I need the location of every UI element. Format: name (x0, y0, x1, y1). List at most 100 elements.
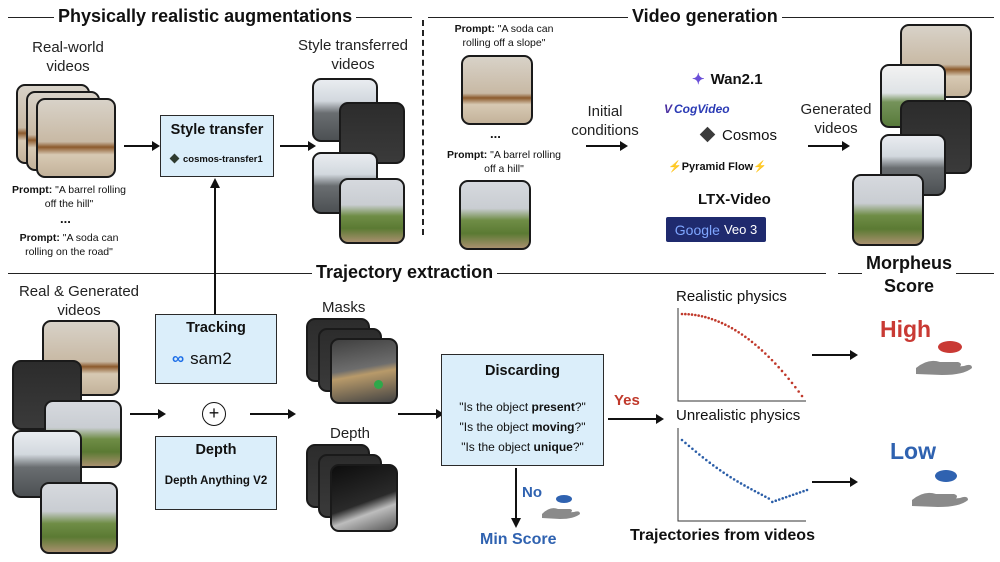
trajectory-point (774, 499, 778, 503)
trajectory-point (764, 495, 767, 498)
plus-icon: + (202, 402, 226, 426)
trajectory-point (680, 312, 684, 316)
lightning-icon: ⚡ (753, 161, 767, 173)
high-score-label: High (880, 316, 932, 342)
trajectory-point (690, 313, 694, 316)
trajectory-point (729, 475, 732, 479)
meta-icon: ∞ (172, 349, 185, 368)
trajectory-point (777, 498, 781, 501)
augment-prompt-2: Prompt: "A soda can rolling on the road" (19, 232, 119, 258)
arrow-right-icon (812, 350, 858, 360)
tracking-box: Tracking ∞sam2 (155, 314, 277, 384)
sam2-label: ∞sam2 (172, 349, 232, 368)
trajectory-point (710, 317, 714, 321)
video-prompt-1: Prompt: "A soda can rolling off a slope" (454, 23, 554, 49)
arrow-down-icon (511, 468, 521, 528)
trajectory-point (757, 346, 760, 349)
trajectory-point (784, 373, 787, 377)
trajectory-point (698, 453, 701, 456)
trajectory-point (746, 486, 750, 489)
trajectory-point (798, 491, 802, 494)
trajectories-label: Trajectories from videos (630, 527, 815, 544)
trajectory-point (730, 326, 734, 330)
realistic-physics-label: Realistic physics (676, 288, 787, 305)
trajectory-point (701, 456, 705, 459)
object-marker (374, 380, 383, 389)
cogvideo-icon: V (664, 102, 673, 116)
trajectory-point (774, 362, 777, 365)
trajectory-point (732, 478, 736, 481)
trajectory-point (743, 484, 746, 487)
trajectory-point (734, 328, 737, 332)
trajectory-point (802, 489, 805, 493)
trajectory-point (750, 487, 753, 491)
trajectory-point (737, 330, 740, 334)
video-thumbnail (339, 178, 405, 244)
trajectory-point (684, 441, 687, 445)
model-wan: ✦Wan2.1 (692, 71, 763, 88)
trajectory-point (747, 338, 750, 341)
unrealistic-trajectory-plot (677, 428, 809, 522)
trajectory-point (760, 493, 764, 497)
model-cosmos: Cosmos (699, 126, 777, 144)
trajectory-point (691, 447, 694, 451)
model-pyramid-flow: ⚡Pyramid Flow⚡ (668, 161, 767, 173)
question-moving: "Is the object moving?" (459, 420, 586, 434)
trajectory-point (794, 385, 797, 389)
trajectory-point (725, 473, 729, 477)
trajectory-point (707, 316, 710, 320)
depth-title: Depth (195, 442, 237, 458)
arrow-right-icon (812, 477, 858, 487)
trajectory-point (687, 312, 690, 316)
trajectory-point (790, 381, 794, 385)
trajectory-point (757, 491, 760, 495)
veo3-label: Veo 3 (723, 222, 758, 237)
google-wordmark: Google (674, 221, 720, 238)
question-present: "Is the object present?" (459, 400, 586, 414)
augment-ellipsis: ... (60, 211, 71, 226)
initial-frame-2 (459, 180, 531, 250)
trajectory-point (718, 469, 722, 472)
trajectory-point (767, 497, 771, 500)
trajectory-point (780, 369, 784, 373)
initial-frame-1 (461, 55, 533, 125)
video-thumbnail (36, 98, 116, 178)
mask-frame (330, 338, 398, 404)
depth-stack-label: Depth (330, 425, 371, 442)
hand-button-icon (542, 495, 580, 519)
discarding-questions: "Is the object present?" "Is the object … (442, 397, 603, 457)
trajectory-point (697, 314, 700, 317)
wan-icon: ✦ (692, 71, 705, 88)
trajectory-point (736, 480, 739, 483)
trajectory-point (770, 500, 774, 504)
style-transferred-label: Style transferred videos (297, 37, 409, 73)
trajectory-section-title: Trajectory extraction (312, 262, 498, 283)
trajectory-point (739, 482, 743, 485)
trajectory-point (704, 315, 707, 319)
trajectory-point (744, 335, 747, 339)
real-generated-videos-label: Real & Generated videos (18, 283, 140, 319)
hand-button-high-icon (916, 341, 972, 375)
trajectory-point (767, 355, 770, 359)
section-separator (422, 20, 424, 235)
trajectory-point (800, 394, 804, 398)
trajectory-point (760, 349, 764, 352)
depth-anything-label: Depth Anything V2 (164, 475, 268, 487)
trajectory-point (791, 493, 795, 497)
trajectory-point (684, 312, 687, 316)
generated-videos-label: Generated videos (800, 101, 872, 137)
arrow-right-icon (124, 141, 160, 151)
trajectory-point (708, 461, 712, 465)
arrow-right-icon (250, 409, 296, 419)
trajectory-point (720, 321, 724, 325)
trajectory-point (764, 352, 767, 355)
trajectory-point (687, 444, 691, 448)
trajectory-point (717, 320, 720, 323)
cosmos-transfer-label: cosmos-transfer1 (169, 153, 263, 165)
cosmos-icon (699, 126, 716, 143)
initial-conditions-label: Initial conditions (571, 103, 639, 139)
augment-section-title: Physically realistic augmentations (54, 6, 357, 27)
trajectory-point (715, 466, 719, 470)
arrow-right-icon (280, 141, 316, 151)
